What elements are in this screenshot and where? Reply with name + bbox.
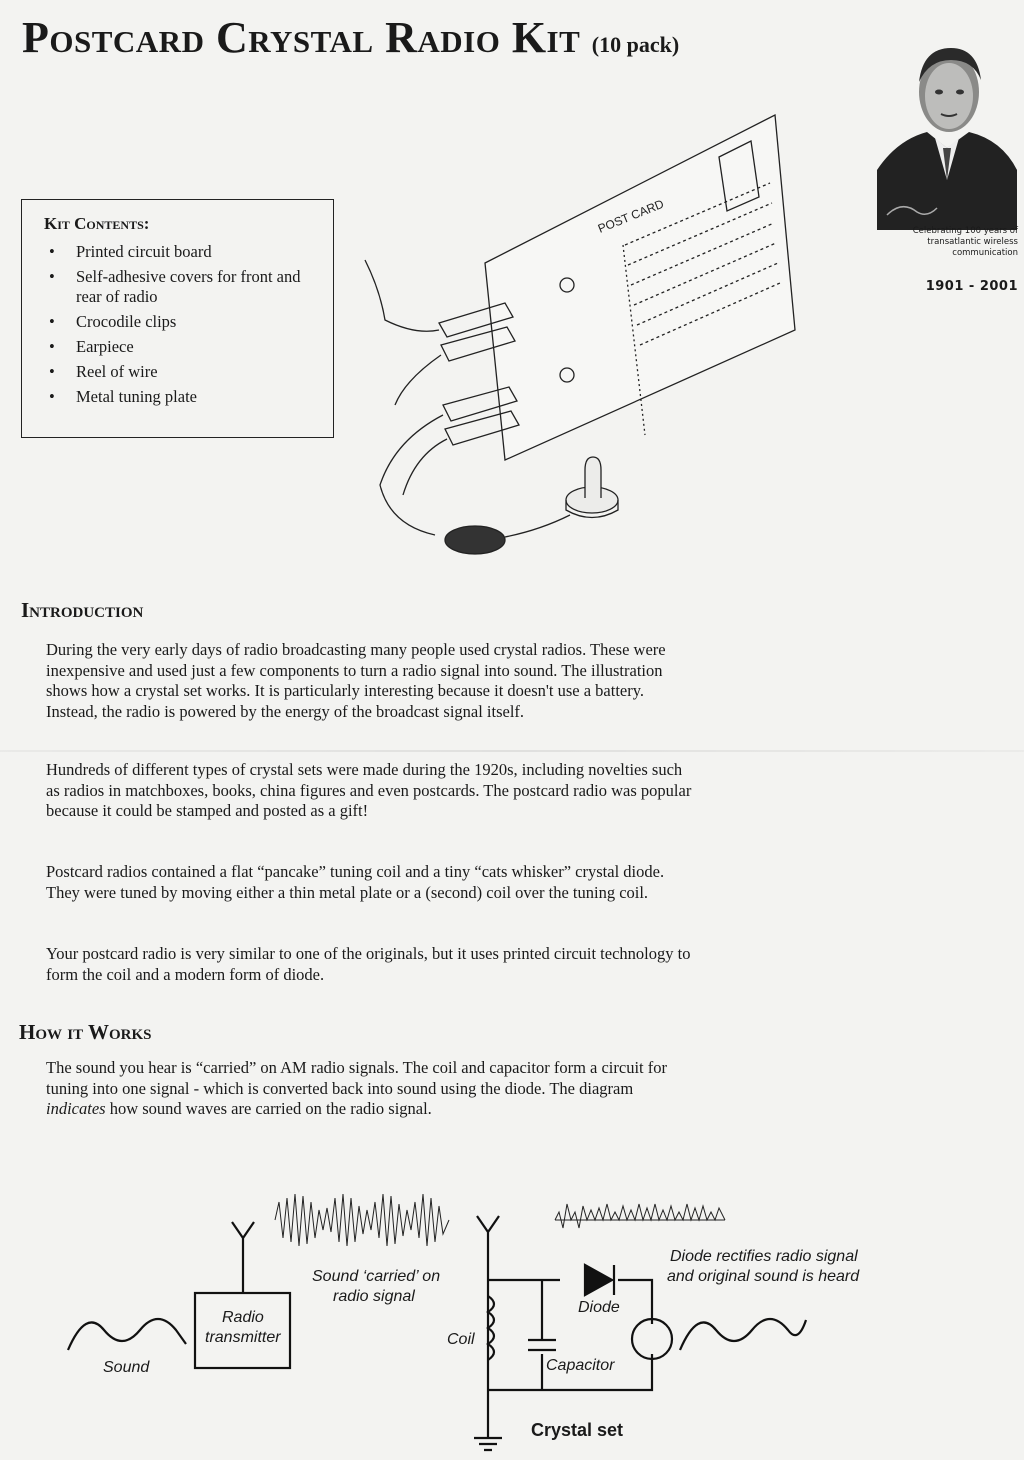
label-sound-carried: Sound ‘carried’ on (312, 1268, 440, 1285)
title-main: Postcard Crystal Radio Kit (22, 13, 581, 62)
intro-paragraph-4: Your postcard radio is very similar to o… (46, 944, 691, 984)
intro-paragraph-1: During the very early days of radio broa… (46, 640, 666, 721)
kit-item: Reel of wire (49, 362, 315, 382)
intro-paragraph-2: Hundreds of different types of crystal s… (46, 760, 692, 820)
how-text-after: how sound waves are carried on the radio… (105, 1099, 432, 1118)
circuit-wires (488, 1278, 654, 1392)
label-radio: Radio (222, 1309, 264, 1326)
label-sound: Sound (103, 1359, 150, 1376)
introduction-heading: Introduction (21, 598, 144, 622)
transmitter-antenna (231, 1221, 255, 1293)
kit-item: Printed circuit board (49, 242, 315, 262)
label-radio-signal: radio signal (333, 1288, 415, 1305)
postcard-radio-illustration: POST CARD (364, 113, 796, 555)
label-capacitor: Capacitor (546, 1357, 615, 1374)
document-title: Postcard Crystal Radio Kit (10 pack) (22, 12, 679, 63)
how-it-works-paragraph: The sound you hear is “carried” on AM ra… (46, 1058, 696, 1120)
kit-contents-box: Kit Contents: Printed circuit board Self… (21, 199, 334, 438)
how-it-works-heading: How it Works (19, 1020, 152, 1044)
label-rectifies-1: Diode rectifies radio signal (670, 1248, 858, 1265)
label-diode: Diode (578, 1299, 620, 1316)
kit-item: Earpiece (49, 337, 315, 357)
am-signal-wave (274, 1193, 726, 1247)
paper-crease (0, 750, 1024, 752)
how-text-emphasis: indicates (46, 1099, 106, 1118)
how-text-before: The sound you hear is “carried” on AM ra… (46, 1058, 667, 1098)
label-transmitter: transmitter (205, 1329, 281, 1346)
sound-wave-right (678, 1317, 808, 1351)
kit-item: Self-adhesive covers for front and rear … (49, 267, 315, 307)
coil-symbol (486, 1295, 496, 1361)
ground-symbol (474, 1436, 502, 1452)
earpiece-symbol (630, 1317, 674, 1361)
marconi-portrait (877, 48, 1017, 230)
label-crystal-set: Crystal set (531, 1420, 623, 1440)
kit-item: Metal tuning plate (49, 387, 315, 407)
sound-wave-left (66, 1317, 187, 1351)
kit-contents-heading: Kit Contents: (44, 214, 150, 233)
title-suffix: (10 pack) (591, 32, 680, 57)
label-rectifies-2: and original sound is heard (667, 1268, 860, 1285)
diode-symbol (583, 1263, 616, 1297)
kit-item: Crocodile clips (49, 312, 315, 332)
celebrating-text: Celebrating 100 years of transatlantic w… (912, 226, 1018, 258)
kit-contents-list: Printed circuit board Self-adhesive cove… (44, 242, 315, 407)
crystal-set-diagram: Sound Radio transmitter Sound ‘carried’ … (66, 1193, 860, 1452)
capacitor-plates (528, 1338, 556, 1352)
intro-paragraph-3: Postcard radios contained a flat “pancak… (46, 862, 665, 902)
receiver-antenna (476, 1215, 500, 1438)
label-coil: Coil (447, 1331, 475, 1348)
years-text: 1901 - 2001 (925, 279, 1018, 294)
